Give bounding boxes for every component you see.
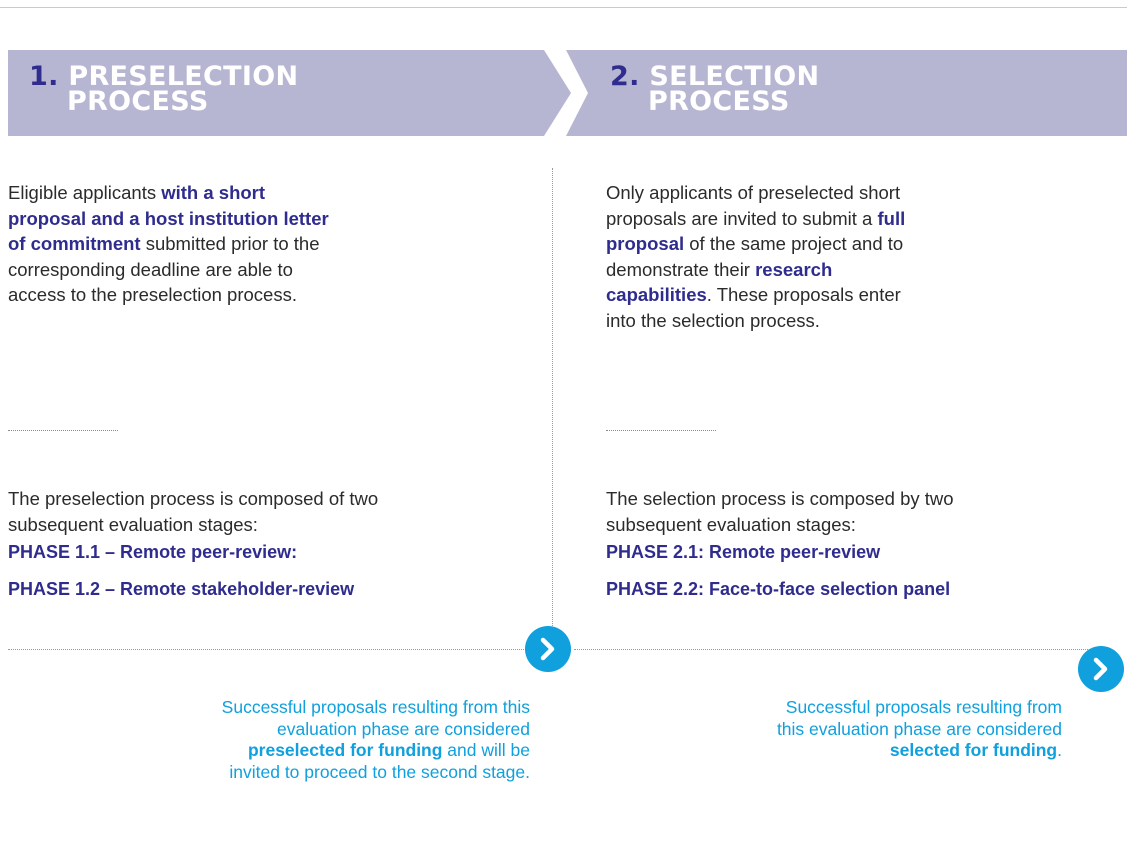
right-phase-2: PHASE 2.2: Face-to-face selection panel (606, 579, 951, 599)
emphasis-text: preselected for funding (247, 740, 443, 760)
banner-line1: PRESELECTION (68, 61, 299, 92)
left-phase-2: PHASE 1.2 – Remote stakeholder-review (8, 579, 355, 599)
left-bottom-divider (8, 649, 528, 650)
emphasis-text: selected for funding (889, 740, 1058, 760)
left-phase-1: PHASE 1.1 – Remote peer-review: (8, 542, 298, 562)
banner-line2: PROCESS (648, 86, 790, 117)
next-button-right[interactable] (1078, 646, 1124, 692)
body-text: submitted prior to the corresponding dea… (8, 233, 320, 305)
chevron-right-icon (1093, 657, 1108, 681)
body-text: Successful proposals resulting from this… (776, 697, 1062, 739)
body-text: . These proposals enter into the selecti… (606, 284, 901, 331)
body-text: Successful proposals resulting from this… (221, 697, 530, 739)
column-divider (552, 168, 553, 648)
left-intro: Eligible applicants with a short proposa… (8, 180, 330, 308)
emphasis-text: with a short proposal and a host institu… (8, 182, 329, 254)
right-intro: Only applicants of preselected short pro… (606, 180, 926, 333)
banner-line2: PROCESS (67, 86, 209, 117)
banner-line1: SELECTION (649, 61, 820, 92)
emphasis-text: research capabilities (606, 258, 833, 306)
body-text: and will be invited to proceed to the se… (229, 740, 530, 782)
banner-number: 2. (610, 61, 640, 92)
banner-shape-selection (566, 50, 1127, 136)
left-stages-intro: The preselection process is composed of … (8, 488, 379, 535)
right-phase-1: PHASE 2.1: Remote peer-review (606, 542, 881, 562)
next-button-left[interactable] (525, 626, 571, 672)
left-short-divider (8, 430, 118, 431)
right-short-divider (606, 430, 716, 431)
top-divider (0, 7, 1127, 8)
banner-title-preselection: 1. PRESELECTION PROCESS (29, 61, 299, 117)
emphasis-text: full proposal (606, 207, 906, 255)
process-banners (8, 50, 1127, 136)
banner-title-selection: 2. SELECTION PROCESS (610, 61, 820, 117)
body-text: of the same project and to demonstrate t… (606, 233, 904, 280)
right-stages-intro: The selection process is composed by two… (606, 488, 954, 535)
body-text: Eligible applicants (8, 182, 162, 203)
banner-number: 1. (29, 61, 59, 92)
right-bottom-divider (574, 649, 1094, 650)
chevron-right-icon (540, 637, 555, 661)
right-result-note: Successful proposals resulting from this… (755, 697, 1062, 762)
banner-shape-preselection (8, 50, 571, 136)
left-result-note: Successful proposals resulting from this… (200, 697, 530, 783)
body-text: . (1057, 740, 1062, 760)
body-text: Only applicants of preselected short pro… (606, 182, 901, 229)
